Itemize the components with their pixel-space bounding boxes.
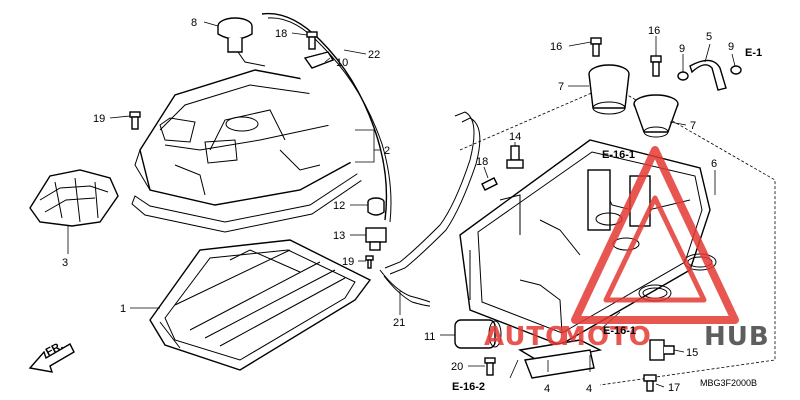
clamp-right <box>730 65 742 75</box>
hose-22 <box>261 12 392 223</box>
callout-11: 11 <box>424 331 435 343</box>
screw-18-top <box>306 31 318 50</box>
callout-15: 15 <box>686 347 698 359</box>
reference-e16-1-bottom: E-16-1 <box>603 325 636 337</box>
callout-18-left: 19 <box>93 113 105 125</box>
air-filter-element <box>149 239 372 371</box>
plug-12 <box>367 197 385 216</box>
callout-7-left: 7 <box>558 81 564 93</box>
screw-16-right <box>650 55 662 77</box>
callout-20: 18 <box>476 156 488 168</box>
front-direction-arrow <box>28 343 75 373</box>
hose-21 <box>379 111 481 307</box>
callout-1: 1 <box>120 303 126 315</box>
screw-18-left <box>129 111 141 130</box>
callout-18-top: 18 <box>275 28 287 40</box>
reference-e1: E-1 <box>745 47 762 59</box>
clamp-left <box>677 71 689 81</box>
callout-12: 12 <box>333 200 345 212</box>
callout-labels: 8 18 10 22 19 2 3 1 12 13 19 21 11 20 14… <box>62 17 734 395</box>
intake-funnel-left <box>588 64 630 115</box>
callout-7-right: 7 <box>690 120 696 132</box>
diagram-code: MBG3F2000B <box>700 378 757 388</box>
callout-22: 22 <box>368 49 380 61</box>
callout-13: 13 <box>333 230 345 242</box>
callout-17: 17 <box>668 382 680 394</box>
bolt-19-top <box>365 255 374 269</box>
watermark-hub: HUB <box>704 322 770 352</box>
callout-19-top: 19 <box>342 256 354 268</box>
tube-5 <box>689 59 727 91</box>
stud-20 <box>481 177 498 191</box>
reference-e16-2: E-16-2 <box>452 381 485 393</box>
callout-2: 2 <box>384 145 390 157</box>
callout-16-left: 16 <box>550 41 562 53</box>
callout-4-right: 4 <box>586 383 592 395</box>
reference-labels: E-1 E-16-1 E-16-1 E-16-2 <box>452 47 762 393</box>
bolt-17 <box>643 374 657 392</box>
sensor-14 <box>506 145 524 169</box>
sensor-15 <box>649 339 675 361</box>
drain-11 <box>454 319 502 349</box>
callout-8: 8 <box>191 17 197 29</box>
callout-6: 6 <box>711 158 717 170</box>
valve-13 <box>365 227 387 251</box>
screw-16-left <box>590 37 602 57</box>
callout-5: 5 <box>706 31 712 43</box>
callout-9-left: 9 <box>679 43 685 55</box>
watermark-auto: AUTO <box>484 322 568 352</box>
intake-funnel-right <box>633 94 679 138</box>
callout-10: 10 <box>336 57 348 69</box>
breather-cap <box>217 17 266 67</box>
callout-16-right: 16 <box>648 25 660 37</box>
watermark-moto: MOTO <box>560 322 652 352</box>
callout-14: 14 <box>509 131 521 143</box>
callout-19-bottom: 20 <box>451 361 463 373</box>
intake-duct <box>29 169 119 227</box>
bracket-10 <box>303 51 335 69</box>
watermark: AUTO MOTO HUB <box>484 146 770 352</box>
reference-e16-1-top: E-16-1 <box>602 149 635 161</box>
callout-9-right: 9 <box>728 41 734 53</box>
callout-3: 3 <box>62 257 68 269</box>
callout-4-left: 4 <box>544 383 550 395</box>
bracket-4 <box>518 339 603 379</box>
callout-21: 21 <box>393 317 405 329</box>
bolt-19-bottom <box>484 357 496 376</box>
